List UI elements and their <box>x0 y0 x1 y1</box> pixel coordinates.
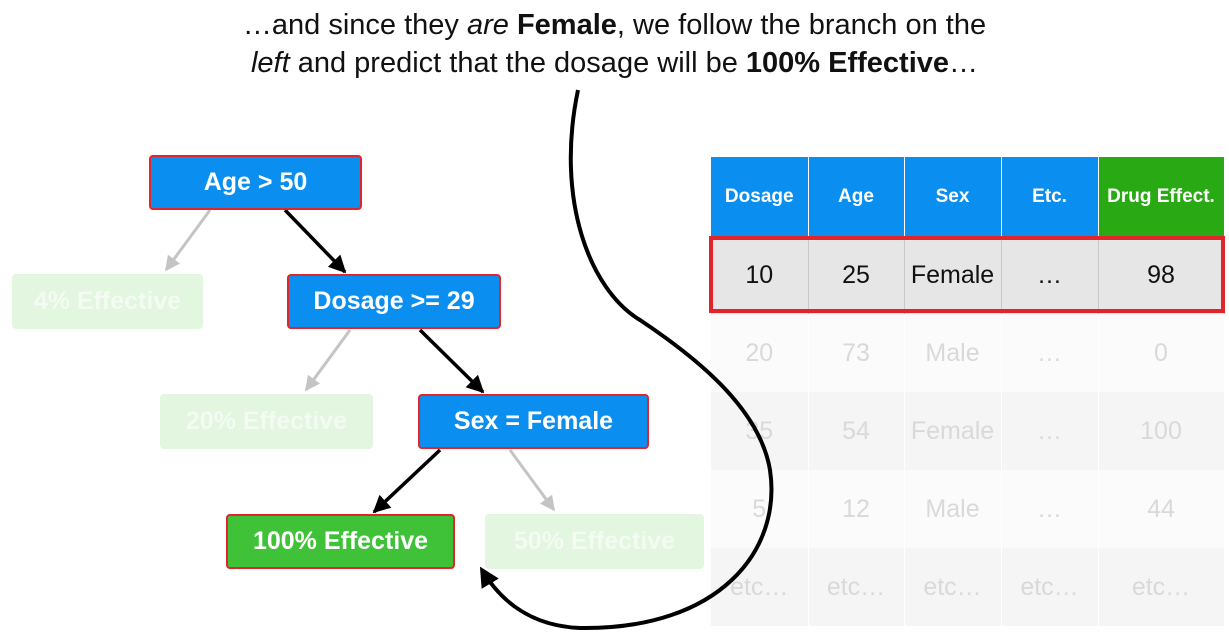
caption-text: …and since they <box>242 9 467 41</box>
table-cell: 10 <box>711 236 809 314</box>
header-age: Age <box>808 157 905 236</box>
table-cell: 25 <box>808 236 905 314</box>
table-cell: … <box>1001 392 1099 470</box>
table-cell: Female <box>904 392 1002 470</box>
caption: …and since they are Female, we follow th… <box>0 6 1229 82</box>
table-cell: 5 <box>711 470 809 548</box>
edge-root-to-dosage <box>283 208 347 274</box>
table-row: etc… etc… etc… etc… etc… <box>711 548 1225 626</box>
table-row: 5 12 Male … 44 <box>711 470 1225 548</box>
edge-sex-to-leaf-50 <box>508 449 556 512</box>
table-cell: etc… <box>808 548 905 626</box>
caption-line-2: left and predict that the dosage will be… <box>0 44 1229 82</box>
caption-strong: Female <box>516 9 617 41</box>
table-cell: … <box>1001 314 1099 392</box>
table-row: 20 73 Male … 0 <box>711 314 1225 392</box>
tree-node-sex: Sex = Female <box>418 394 649 449</box>
table-cell: … <box>1001 470 1099 548</box>
table-cell: etc… <box>1001 548 1099 626</box>
tree-leaf-20-percent: 20% Effective <box>160 394 373 449</box>
caption-emphasis: left <box>250 47 290 79</box>
tree-node-dosage: Dosage >= 29 <box>287 274 501 329</box>
table-cell: 12 <box>808 470 905 548</box>
caption-text: and predict that the dosage will be <box>289 47 746 79</box>
caption-line-1: …and since they are Female, we follow th… <box>0 6 1229 44</box>
table-cell: Male <box>904 470 1002 548</box>
caption-text <box>509 9 517 41</box>
caption-text: … <box>949 47 979 79</box>
table-row: 10 25 Female … 98 <box>711 236 1225 314</box>
tree-leaf-4-percent: 4% Effective <box>12 274 203 329</box>
caption-text: , we follow the branch on the <box>616 9 987 41</box>
edge-root-to-leaf-4 <box>164 209 212 272</box>
header-sex: Sex <box>904 157 1002 236</box>
caption-strong: 100% Effective <box>745 47 950 79</box>
table-cell: etc… <box>711 548 809 626</box>
table-cell: 44 <box>1098 470 1225 548</box>
tree-leaf-50-percent: 50% Effective <box>485 514 704 569</box>
data-table: Dosage Age Sex Etc. Drug Effect. 10 25 F… <box>711 157 1225 626</box>
table-cell: 20 <box>711 314 809 392</box>
edge-dosage-to-sex <box>418 328 485 394</box>
header-drug-effect: Drug Effect. <box>1098 157 1225 236</box>
table-cell: etc… <box>1098 548 1225 626</box>
table-header-row: Dosage Age Sex Etc. Drug Effect. <box>711 157 1225 236</box>
header-dosage: Dosage <box>711 157 809 236</box>
caption-emphasis: are <box>466 9 509 41</box>
table-cell: Male <box>904 314 1002 392</box>
table-cell: etc… <box>904 548 1002 626</box>
table-cell: 100 <box>1098 392 1225 470</box>
tree-leaf-100-percent: 100% Effective <box>226 514 455 569</box>
table-cell: 98 <box>1098 236 1225 314</box>
table-cell: Female <box>904 236 1002 314</box>
table-cell: 73 <box>808 314 905 392</box>
edge-dosage-to-leaf-20 <box>304 329 352 392</box>
table-cell: … <box>1001 236 1099 314</box>
header-etc: Etc. <box>1001 157 1099 236</box>
table-cell: 54 <box>808 392 905 470</box>
tree-node-age: Age > 50 <box>149 155 362 210</box>
edge-sex-to-leaf-100 <box>372 448 442 514</box>
table-row: 35 54 Female … 100 <box>711 392 1225 470</box>
table-cell: 0 <box>1098 314 1225 392</box>
table-cell: 35 <box>711 392 809 470</box>
